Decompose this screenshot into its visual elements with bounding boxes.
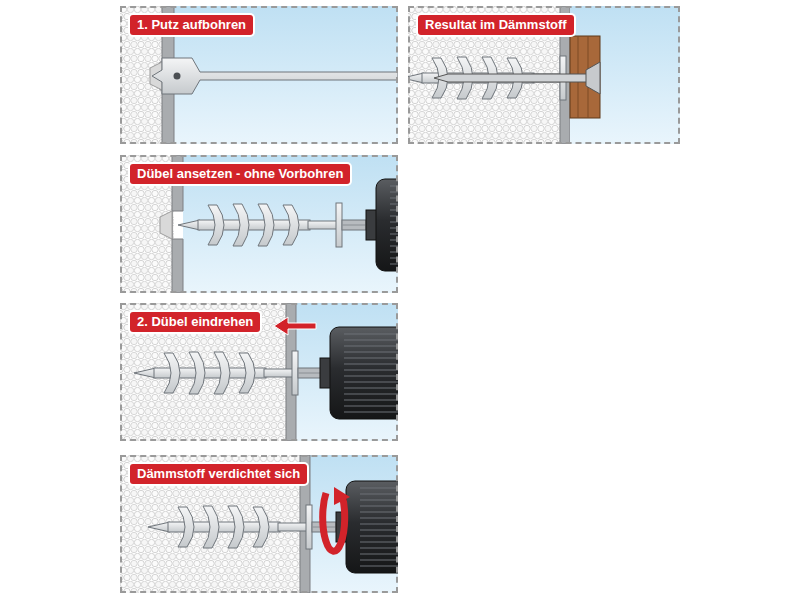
rotation-arrow	[323, 493, 345, 551]
step-panel: 2. Dübel eindrehen	[120, 303, 398, 441]
step-label: 2. Dübel eindrehen	[130, 312, 260, 332]
step-label: Dübel ansetzen - ohne Vorbohren	[130, 164, 350, 184]
drilling-scene	[120, 6, 398, 144]
step-panel: 1. Putz aufbohren	[120, 6, 398, 144]
step-panel: Dämmstoff verdichtet sich	[120, 455, 398, 593]
compaction-scene	[120, 455, 436, 593]
step-panel: Dübel ansetzen - ohne Vorbohren	[120, 155, 398, 293]
direction-arrow	[274, 317, 316, 335]
screwing-scene	[120, 303, 420, 441]
step-label: Dämmstoff verdichtet sich	[130, 464, 307, 484]
spade-bit	[152, 58, 398, 94]
setting-scene	[120, 155, 466, 293]
screw	[434, 74, 594, 82]
step-label: 1. Putz aufbohren	[130, 15, 253, 35]
step-panel: Resultat im Dämmstoff	[408, 6, 680, 144]
step-label: Resultat im Dämmstoff	[418, 15, 574, 35]
result-scene	[402, 6, 680, 144]
